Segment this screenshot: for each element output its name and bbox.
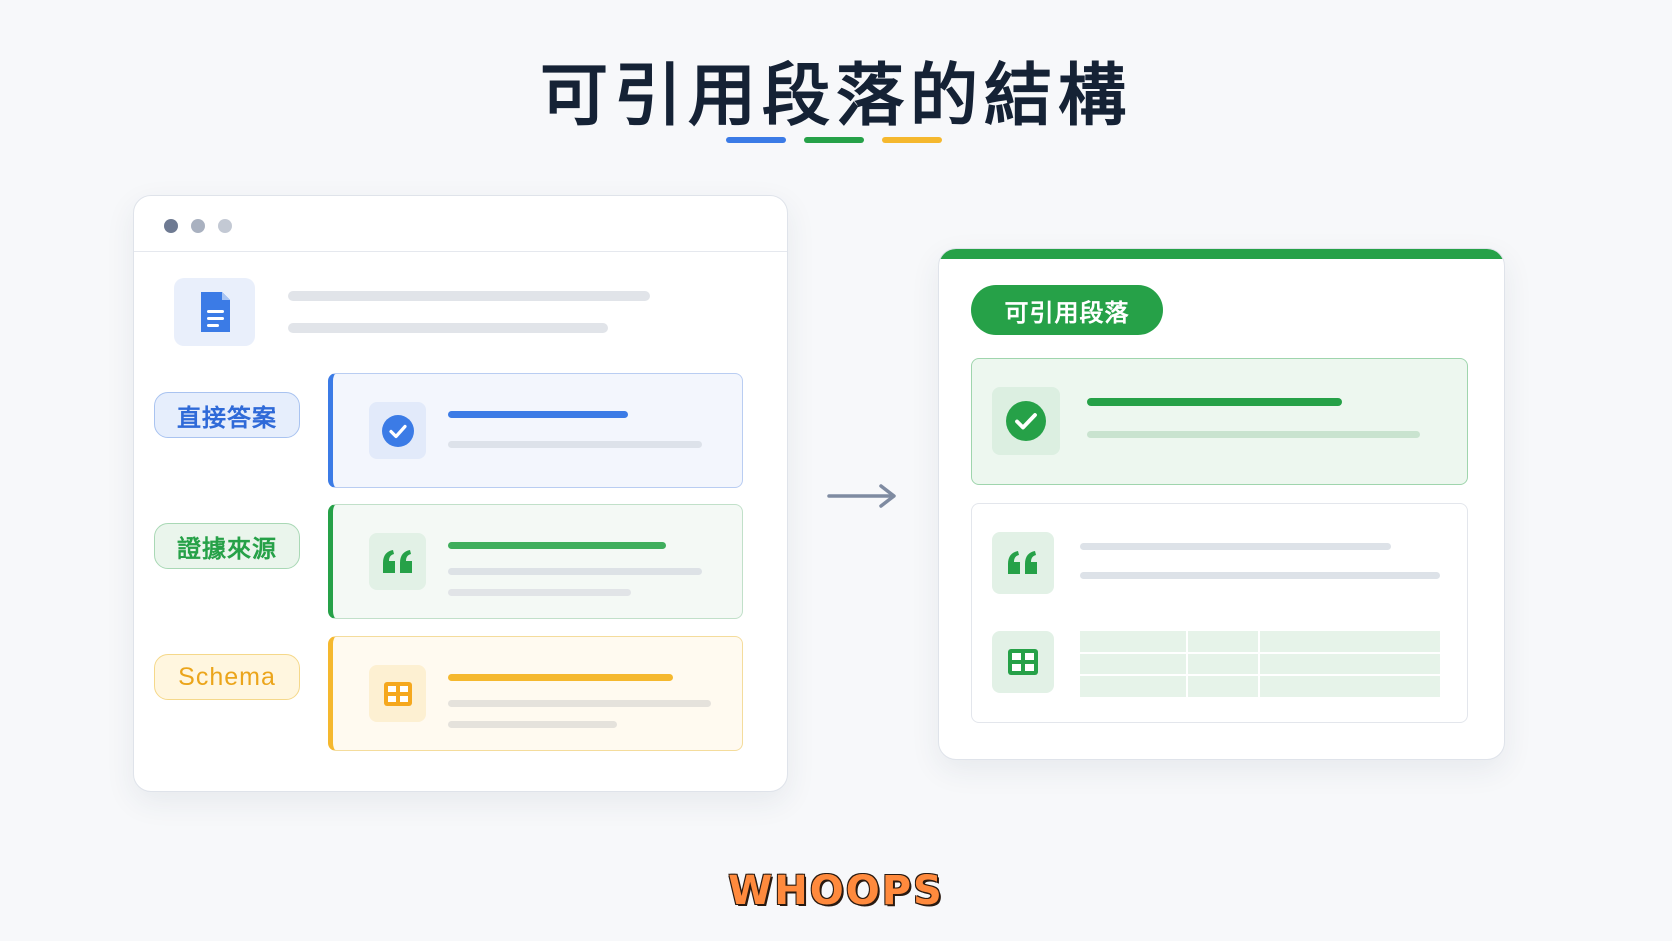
evidence-line-primary (448, 542, 666, 549)
evidence-card (328, 504, 743, 619)
quote-icon (382, 549, 412, 573)
citable-passage-badge: 可引用段落 (971, 285, 1163, 335)
schema-line-primary (448, 674, 673, 681)
document-icon (201, 292, 230, 332)
citable-answer-line-secondary (1087, 431, 1420, 438)
window-dot (191, 219, 205, 233)
window-titlebar (134, 196, 787, 252)
title-underline-blue (726, 137, 786, 143)
citable-answer-line-primary (1087, 398, 1342, 406)
citable-evidence-card (971, 503, 1468, 723)
answer-icon-box (369, 402, 426, 459)
evidence-line-secondary (448, 568, 702, 575)
table-cell (1080, 631, 1186, 652)
structured-data-table (1080, 631, 1440, 697)
schema-line-tertiary (448, 721, 617, 728)
heading-placeholder (288, 291, 650, 301)
tag-evidence-source: 證據來源 (154, 523, 300, 569)
tag-schema: Schema (154, 654, 300, 700)
evidence-line-tertiary (448, 589, 631, 596)
answer-line-primary (448, 411, 628, 418)
whoops-logo: WHOOPS (728, 868, 944, 914)
table-cell (1188, 654, 1258, 674)
answer-card (328, 373, 743, 488)
table-cell (1188, 676, 1258, 697)
table-icon (1008, 649, 1038, 675)
schema-line-secondary (448, 700, 711, 707)
tag-direct-answer: 直接答案 (154, 392, 300, 438)
source-page-window: 直接答案 證據來源 Schema (133, 195, 788, 792)
check-circle-icon (1006, 401, 1046, 441)
citable-evidence-line-secondary (1080, 572, 1440, 579)
table-cell (1080, 654, 1186, 674)
table-cell (1260, 631, 1440, 652)
page-title: 可引用段落的結構 (539, 57, 1132, 136)
arrow-right-icon (827, 484, 896, 508)
subheading-placeholder (288, 323, 608, 333)
citable-evidence-line-primary (1080, 543, 1391, 550)
citable-table-icon-box (992, 631, 1054, 693)
window-dot (164, 219, 178, 233)
quote-icon (1008, 551, 1037, 574)
title-underline-green (804, 137, 864, 143)
evidence-icon-box (369, 533, 426, 590)
schema-card (328, 636, 743, 751)
document-tile (174, 278, 255, 346)
window-dot (218, 219, 232, 233)
citable-passage-panel: 可引用段落 (938, 248, 1505, 760)
answer-line-secondary (448, 441, 702, 448)
citable-answer-icon-box (992, 387, 1060, 455)
citable-answer-card (971, 358, 1468, 485)
table-cell (1188, 631, 1258, 652)
table-cell (1080, 676, 1186, 697)
schema-icon-box (369, 665, 426, 722)
table-cell (1260, 654, 1440, 674)
panel-accent-strip (939, 249, 1504, 259)
check-circle-icon (381, 414, 414, 447)
table-icon (383, 681, 412, 706)
citable-quote-icon-box (992, 532, 1054, 594)
title-underline-yellow (882, 137, 942, 143)
table-cell (1260, 676, 1440, 697)
